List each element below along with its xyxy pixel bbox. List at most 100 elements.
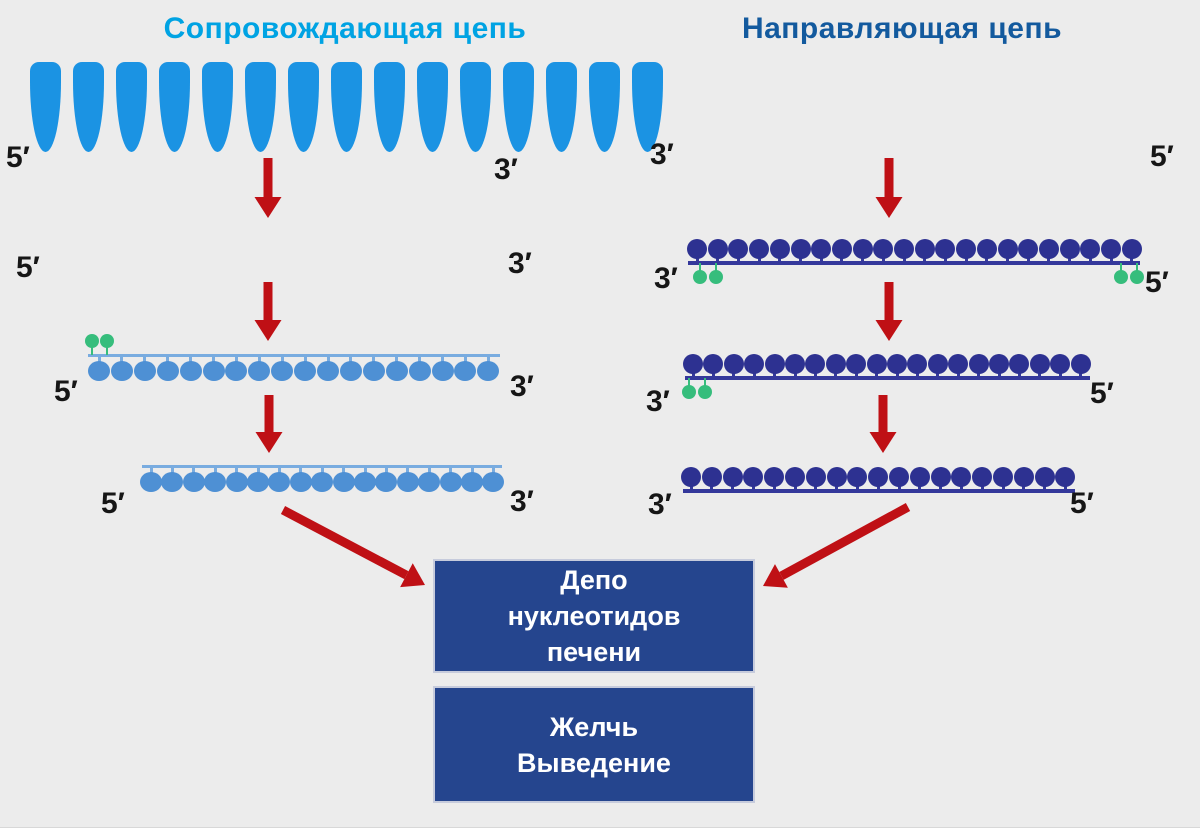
nucleotide-stem <box>1109 257 1113 263</box>
nucleotide-ball <box>866 354 887 374</box>
strand-end-label: 5′ <box>1090 377 1114 410</box>
nucleotide-ball <box>317 361 339 381</box>
green-modification-cap <box>709 270 723 284</box>
nucleotide-stem <box>166 355 170 363</box>
nucleotide-stem <box>1001 485 1005 491</box>
nucleotide-ball <box>683 354 703 374</box>
nucleotide-ball <box>790 239 811 259</box>
arrow-left-to-depot-head <box>400 563 425 588</box>
nucleotide-ball <box>225 472 248 492</box>
nucleotide-stem <box>406 466 410 474</box>
nucleotide-ball <box>225 361 248 381</box>
nucleotide-ball <box>744 354 765 374</box>
nucleotide-stem <box>463 355 467 363</box>
strand-end-label: 3′ <box>510 370 534 403</box>
nucleotide-stem <box>1068 257 1072 263</box>
nucleotide-stem <box>1026 257 1030 263</box>
duplex-petal <box>331 62 362 152</box>
nucleotide-ball <box>951 467 972 487</box>
nucleotide-stem <box>772 485 776 491</box>
nucleotide-stem <box>773 372 777 378</box>
green-modification-cap <box>100 334 114 348</box>
nucleotide-ball <box>894 239 914 259</box>
green-modification-cap <box>1130 270 1144 284</box>
green-modification-cap <box>682 385 696 399</box>
nucleotide-stem <box>943 257 947 263</box>
bile-excretion-box: Желчь Выведение <box>433 686 755 803</box>
nucleotide-stem <box>854 372 858 378</box>
nucleotide-ball <box>1029 354 1050 374</box>
arrow-right-to-depot-shaft <box>779 503 911 580</box>
nucleotide-ball <box>133 361 156 381</box>
nucleotide-ball <box>972 467 993 487</box>
arrow-left-to-depot-shaft <box>280 506 409 580</box>
nucleotide-stem <box>234 355 238 363</box>
green-modification-cap <box>698 385 712 399</box>
nucleotide-stem <box>736 257 740 263</box>
nucleotide-ball <box>156 361 179 381</box>
duplex-petal <box>202 62 233 152</box>
nucleotide-ball <box>907 354 928 374</box>
duplex-petal <box>417 62 448 152</box>
arrow-left-1-head <box>254 197 282 218</box>
nucleotide-stem <box>349 355 353 363</box>
nucleotide-stem <box>691 372 695 378</box>
nucleotide-ball <box>311 472 334 492</box>
nucleotide-ball <box>805 354 826 374</box>
modification-stem <box>687 378 691 386</box>
nucleotide-stem <box>427 466 431 474</box>
nucleotide-ball <box>1070 354 1091 374</box>
modification-stem <box>1135 263 1139 271</box>
nucleotide-ball <box>873 239 894 259</box>
nucleotide-stem <box>470 466 474 474</box>
nucleotide-ball <box>927 354 948 374</box>
nucleotide-stem <box>813 372 817 378</box>
duplex-petal <box>73 62 104 152</box>
nucleotide-stem <box>1038 372 1042 378</box>
nucleotide-stem <box>1043 485 1047 491</box>
modification-stem <box>703 378 707 386</box>
nucleotide-ball <box>997 239 1018 259</box>
arrow-right-2-head <box>875 320 903 341</box>
nucleotide-ball <box>182 472 205 492</box>
duplex-petal <box>503 62 534 152</box>
duplex-petal <box>245 62 276 152</box>
nucleotide-ball <box>354 472 376 492</box>
nucleotide-stem <box>1006 257 1009 263</box>
duplex-petal <box>159 62 190 152</box>
nucleotide-stem <box>441 355 444 363</box>
strand-end-label: 5′ <box>1145 266 1169 299</box>
nucleotide-ball <box>385 361 408 381</box>
strand-end-label: 5′ <box>1150 140 1174 173</box>
depot-box-line-2: нуклеотидов <box>507 601 681 631</box>
nucleotide-ball <box>826 467 847 487</box>
nucleotide-ball <box>362 361 385 381</box>
nucleotide-ball <box>681 467 701 487</box>
nucleotide-ball <box>993 467 1013 487</box>
nucleotide-stem <box>757 257 761 263</box>
duplex-petal <box>30 62 61 152</box>
arrow-right-1-head <box>875 197 903 218</box>
nucleotide-ball <box>204 472 227 492</box>
nucleotide-stem <box>977 372 981 378</box>
nucleotide-stem <box>1079 372 1083 378</box>
depot-box-line-1: Депо <box>560 565 628 595</box>
nucleotide-ball <box>935 239 956 259</box>
nucleotide-stem <box>799 257 802 263</box>
depot-box-line-3: печени <box>546 637 642 667</box>
nucleotide-stem <box>277 466 281 474</box>
nucleotide-ball <box>1059 239 1080 259</box>
bile-box-line-1: Желчь <box>549 711 639 742</box>
nucleotide-ball <box>847 467 868 487</box>
nucleotide-ball <box>930 467 951 487</box>
nucleotide-ball <box>289 472 312 492</box>
nucleotide-stem <box>120 355 124 363</box>
strand-end-label: 3′ <box>508 247 532 280</box>
nucleotide-ball <box>707 239 728 259</box>
arrow-left-2-head <box>254 320 282 341</box>
nucleotide-stem <box>491 466 495 474</box>
nucleotide-stem <box>189 355 193 363</box>
strand-end-label: 3′ <box>654 262 678 295</box>
nucleotide-stem <box>980 485 984 491</box>
nucleotide-stem <box>895 372 899 378</box>
